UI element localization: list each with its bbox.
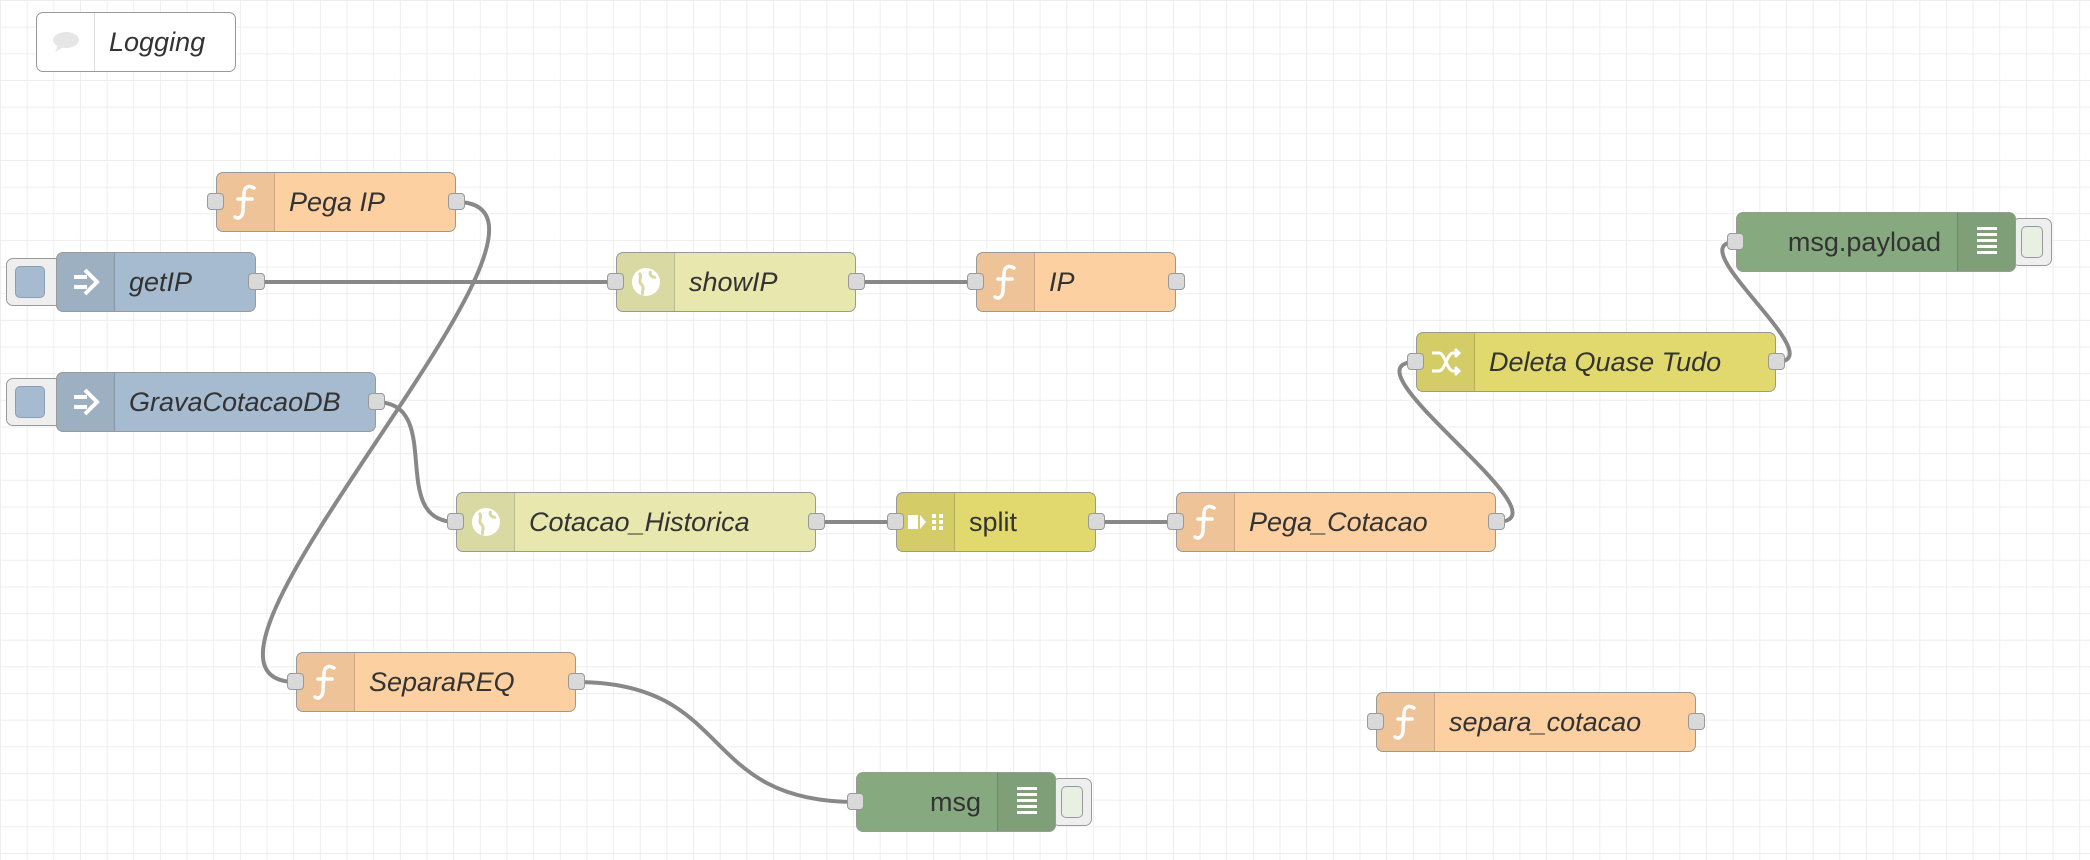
globe-icon xyxy=(617,253,675,311)
input-port[interactable] xyxy=(1407,353,1424,370)
node-cotacao-historica[interactable]: Cotacao_Historica xyxy=(447,492,825,552)
node-ip[interactable]: IP xyxy=(967,252,1185,312)
debug-icon xyxy=(997,773,1055,831)
output-port[interactable] xyxy=(848,273,865,290)
function-icon xyxy=(297,653,355,711)
node-pega-ip[interactable]: Pega IP xyxy=(207,172,465,232)
node-get-ip[interactable]: getIP xyxy=(56,252,265,312)
split-icon xyxy=(897,493,955,551)
node-split[interactable]: split xyxy=(887,492,1105,552)
inject-trigger-button[interactable] xyxy=(6,378,62,426)
wire-pega_ip-to-separa_req[interactable] xyxy=(260,200,492,684)
node-label: split xyxy=(969,506,1018,537)
output-port[interactable] xyxy=(568,673,585,690)
output-port[interactable] xyxy=(1768,353,1785,370)
debug-toggle-button[interactable] xyxy=(1052,778,1092,826)
input-port[interactable] xyxy=(607,273,624,290)
input-port[interactable] xyxy=(967,273,984,290)
input-port[interactable] xyxy=(887,513,904,530)
output-port[interactable] xyxy=(368,393,385,410)
node-label: GravaCotacaoDB xyxy=(129,386,341,417)
input-port[interactable] xyxy=(287,673,304,690)
output-port[interactable] xyxy=(1688,713,1705,730)
comment-label: Logging xyxy=(109,26,206,57)
node-label: SeparaREQ xyxy=(369,666,515,697)
node-label: msg.payload xyxy=(1787,226,1941,257)
node-label: Pega IP xyxy=(289,186,386,217)
node-grava-cotacao-db[interactable]: GravaCotacaoDB xyxy=(56,372,385,432)
function-icon xyxy=(217,173,275,231)
node-label: Deleta Quase Tudo xyxy=(1489,346,1722,377)
input-port[interactable] xyxy=(1367,713,1384,730)
input-port[interactable] xyxy=(447,513,464,530)
function-icon xyxy=(1377,693,1435,751)
inject-icon xyxy=(57,373,115,431)
node-deleta-quase-tudo[interactable]: Deleta Quase Tudo xyxy=(1407,332,1785,392)
input-port[interactable] xyxy=(847,793,864,810)
wire-deleta_quase_tudo-to-msg_payload[interactable] xyxy=(1720,240,1792,364)
debug-icon xyxy=(1957,213,2015,271)
wire-pega_cotacao-to-deleta_quase_tudo[interactable] xyxy=(1397,360,1515,524)
node-msg[interactable]: msg xyxy=(847,772,1056,832)
input-port[interactable] xyxy=(207,193,224,210)
node-show-ip[interactable]: showIP xyxy=(607,252,865,312)
input-port[interactable] xyxy=(1727,233,1744,250)
node-label: showIP xyxy=(689,266,778,297)
node-pega-cotacao[interactable]: Pega_Cotacao xyxy=(1167,492,1505,552)
wire-separa_req-to-msg[interactable] xyxy=(575,680,857,804)
function-icon xyxy=(977,253,1035,311)
function-icon xyxy=(1177,493,1235,551)
shuffle-icon xyxy=(1417,333,1475,391)
node-label: separa_cotacao xyxy=(1449,706,1642,737)
node-label: msg xyxy=(929,786,981,817)
globe-icon xyxy=(457,493,515,551)
output-port[interactable] xyxy=(1088,513,1105,530)
node-label: Cotacao_Historica xyxy=(529,506,750,537)
output-port[interactable] xyxy=(808,513,825,530)
wire-grava_cotacao_db-to-cotacao_historica[interactable] xyxy=(375,400,457,524)
node-label: getIP xyxy=(129,266,193,297)
node-msg-payload[interactable]: msg.payload xyxy=(1727,212,2016,272)
node-separa-req[interactable]: SeparaREQ xyxy=(287,652,585,712)
inject-trigger-button[interactable] xyxy=(6,258,62,306)
output-port[interactable] xyxy=(248,273,265,290)
inject-icon xyxy=(57,253,115,311)
output-port[interactable] xyxy=(448,193,465,210)
comment-node-logging[interactable]: Logging xyxy=(36,12,236,72)
debug-toggle-button[interactable] xyxy=(2012,218,2052,266)
node-label: Pega_Cotacao xyxy=(1249,506,1428,537)
comment-icon xyxy=(37,13,95,71)
node-separa-cotacao[interactable]: separa_cotacao xyxy=(1367,692,1705,752)
output-port[interactable] xyxy=(1488,513,1505,530)
output-port[interactable] xyxy=(1168,273,1185,290)
input-port[interactable] xyxy=(1167,513,1184,530)
node-label: IP xyxy=(1049,266,1075,297)
